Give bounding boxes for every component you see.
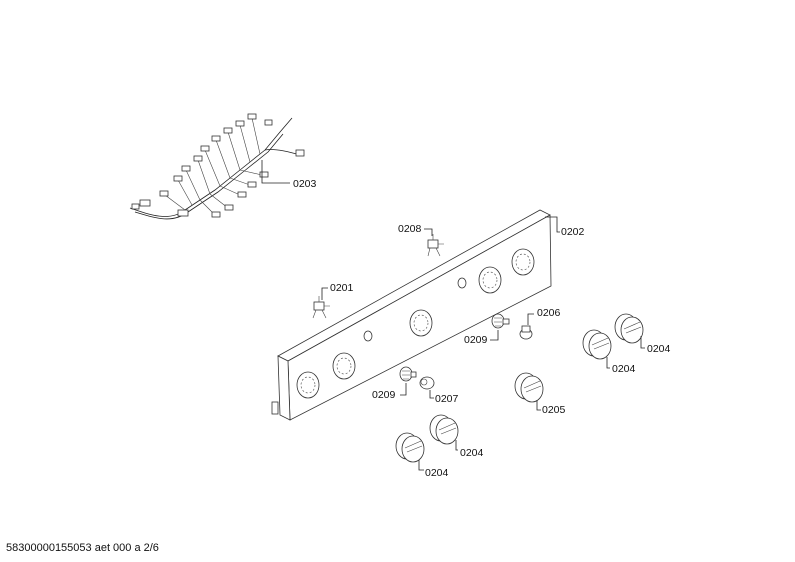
panel-openings [296,248,535,399]
callout-line-0202 [545,216,560,233]
callout-line-0207 [429,390,434,399]
document-footer: 58300000155053 aet 000 a 2/6 [6,542,159,554]
callout-line-0201 [321,287,328,300]
knob-0204-right-bottom [582,329,612,360]
callout-0209-lower: 0209 [372,389,396,401]
callout-line-0204-b [455,440,458,451]
part-0209-lower [399,366,417,382]
callout-0201: 0201 [330,282,354,294]
part-0206 [519,325,533,340]
callout-line-0204-c [606,357,610,369]
knob-0205 [514,372,544,403]
callout-0204-d: 0204 [647,343,671,355]
callout-line-0204-d [640,336,645,349]
callout-0206: 0206 [537,307,561,319]
callout-line-0208 [424,228,433,236]
part-0201 [312,296,330,319]
callout-0204-c: 0204 [612,363,636,375]
wiring-harness [129,113,305,220]
callout-0202: 0202 [561,226,585,238]
callout-0203: 0203 [293,178,317,190]
callout-0209-upper: 0209 [464,334,488,346]
knob-0204-right-top [614,313,644,344]
callout-line-0206 [527,313,534,325]
callout-line-0205 [536,400,541,411]
callout-0204-a: 0204 [425,467,449,479]
part-0208 [427,234,444,257]
callout-line-0203 [261,160,290,184]
callout-0205: 0205 [542,404,566,416]
callout-0208: 0208 [398,223,422,235]
knob-0204-left-bottom [395,432,425,463]
control-panel [271,209,552,421]
part-0209-upper [491,313,510,329]
knob-0204-left-top [429,414,459,445]
callout-line-0204-a [418,460,424,471]
callout-line-0209-lower [400,383,407,396]
callout-0207: 0207 [435,393,459,405]
callout-0204-b: 0204 [460,447,484,459]
callout-line-0209-upper [490,330,499,341]
part-0207 [419,376,435,390]
